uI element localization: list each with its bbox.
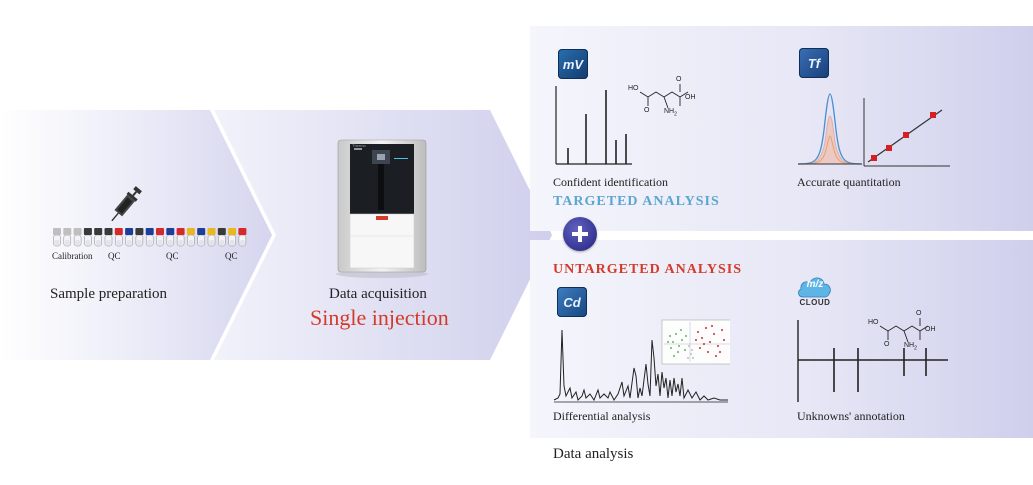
mol2-o-bottom: O [884,341,890,348]
vial-red [176,228,185,247]
vial-red [114,228,123,247]
chevron-sample-preparation [0,110,272,360]
vial-blue [197,228,206,247]
syringe-icon [111,186,142,222]
vial-label-qc-3: QC [225,251,238,261]
mol2-o-top: O [916,310,922,317]
molecule-structure-targeted [639,84,689,109]
mass-spectrometer-image [336,139,428,278]
vial-label-qc-2: QC [166,251,179,261]
vial-light [53,228,61,247]
mol1-o-top: O [676,76,682,83]
vial-red [238,228,247,247]
differential-chromatogram [553,319,730,403]
plus-glyph [572,226,588,242]
mol1-o-bottom: O [644,107,650,114]
label-unknowns-annotation: Unknowns' annotation [797,409,905,423]
ms-spectrum-plot [555,86,632,165]
vial-dark [217,228,226,247]
label-confident-identification: Confident identification [553,175,668,189]
vial-dark [94,228,103,247]
mol2-oh: OH [925,326,936,333]
plus-icon [563,217,597,251]
vial-light [63,228,72,247]
vial-blue [145,228,154,247]
mzcloud-icon: m/z CLOUD [797,273,833,309]
untargeted-panel [530,240,1033,438]
vial-label-calibration: Calibration [52,251,93,261]
unknowns-spectrum-plot [797,320,948,402]
mz-text: m/z [806,279,824,290]
label-accurate-quantitation: Accurate quantitation [797,175,901,189]
vial-row [52,226,252,250]
mol2-ho: HO [868,319,879,326]
vial-light [73,228,82,247]
vial-red [156,228,164,247]
step-data-analysis: Data analysis [553,446,634,462]
vial-dark [104,228,113,247]
step-single-injection: Single injection [310,305,449,330]
vial-yellow [207,228,216,247]
step-data-acquisition: Data acquisition [329,286,427,302]
mol1-oh: OH [685,94,696,101]
cloud-label: CLOUD [799,298,831,307]
vial-dark [83,228,92,247]
mol1-nh2: NH2 [664,108,677,118]
vial-blue [166,228,175,247]
mol1-ho: HO [628,85,639,92]
volcano-plot-inset [661,319,730,365]
untargeted-analysis-heading: UNTARGETED ANALYSIS [553,262,742,277]
targeted-panel [530,26,1033,231]
molecule-structure-untargeted [879,318,929,343]
quantitation-plot [797,93,950,167]
tf-software-icon: Tf [799,48,829,78]
instrument-brand: Thermo [352,143,366,148]
step-sample-preparation: Sample preparation [50,286,168,302]
vials [53,228,247,247]
vial-yellow [186,228,195,247]
vial-blue [125,228,134,247]
vial-yellow [228,228,237,247]
cloud-icon [798,277,831,298]
mv-software-icon: mV [558,49,588,79]
label-differential-analysis: Differential analysis [553,409,651,423]
vial-dark [135,228,144,247]
targeted-analysis-heading: TARGETED ANALYSIS [553,194,720,209]
mol2-nh2: NH2 [904,342,917,352]
cd-software-icon: Cd [557,287,587,317]
vial-label-qc-1: QC [108,251,121,261]
